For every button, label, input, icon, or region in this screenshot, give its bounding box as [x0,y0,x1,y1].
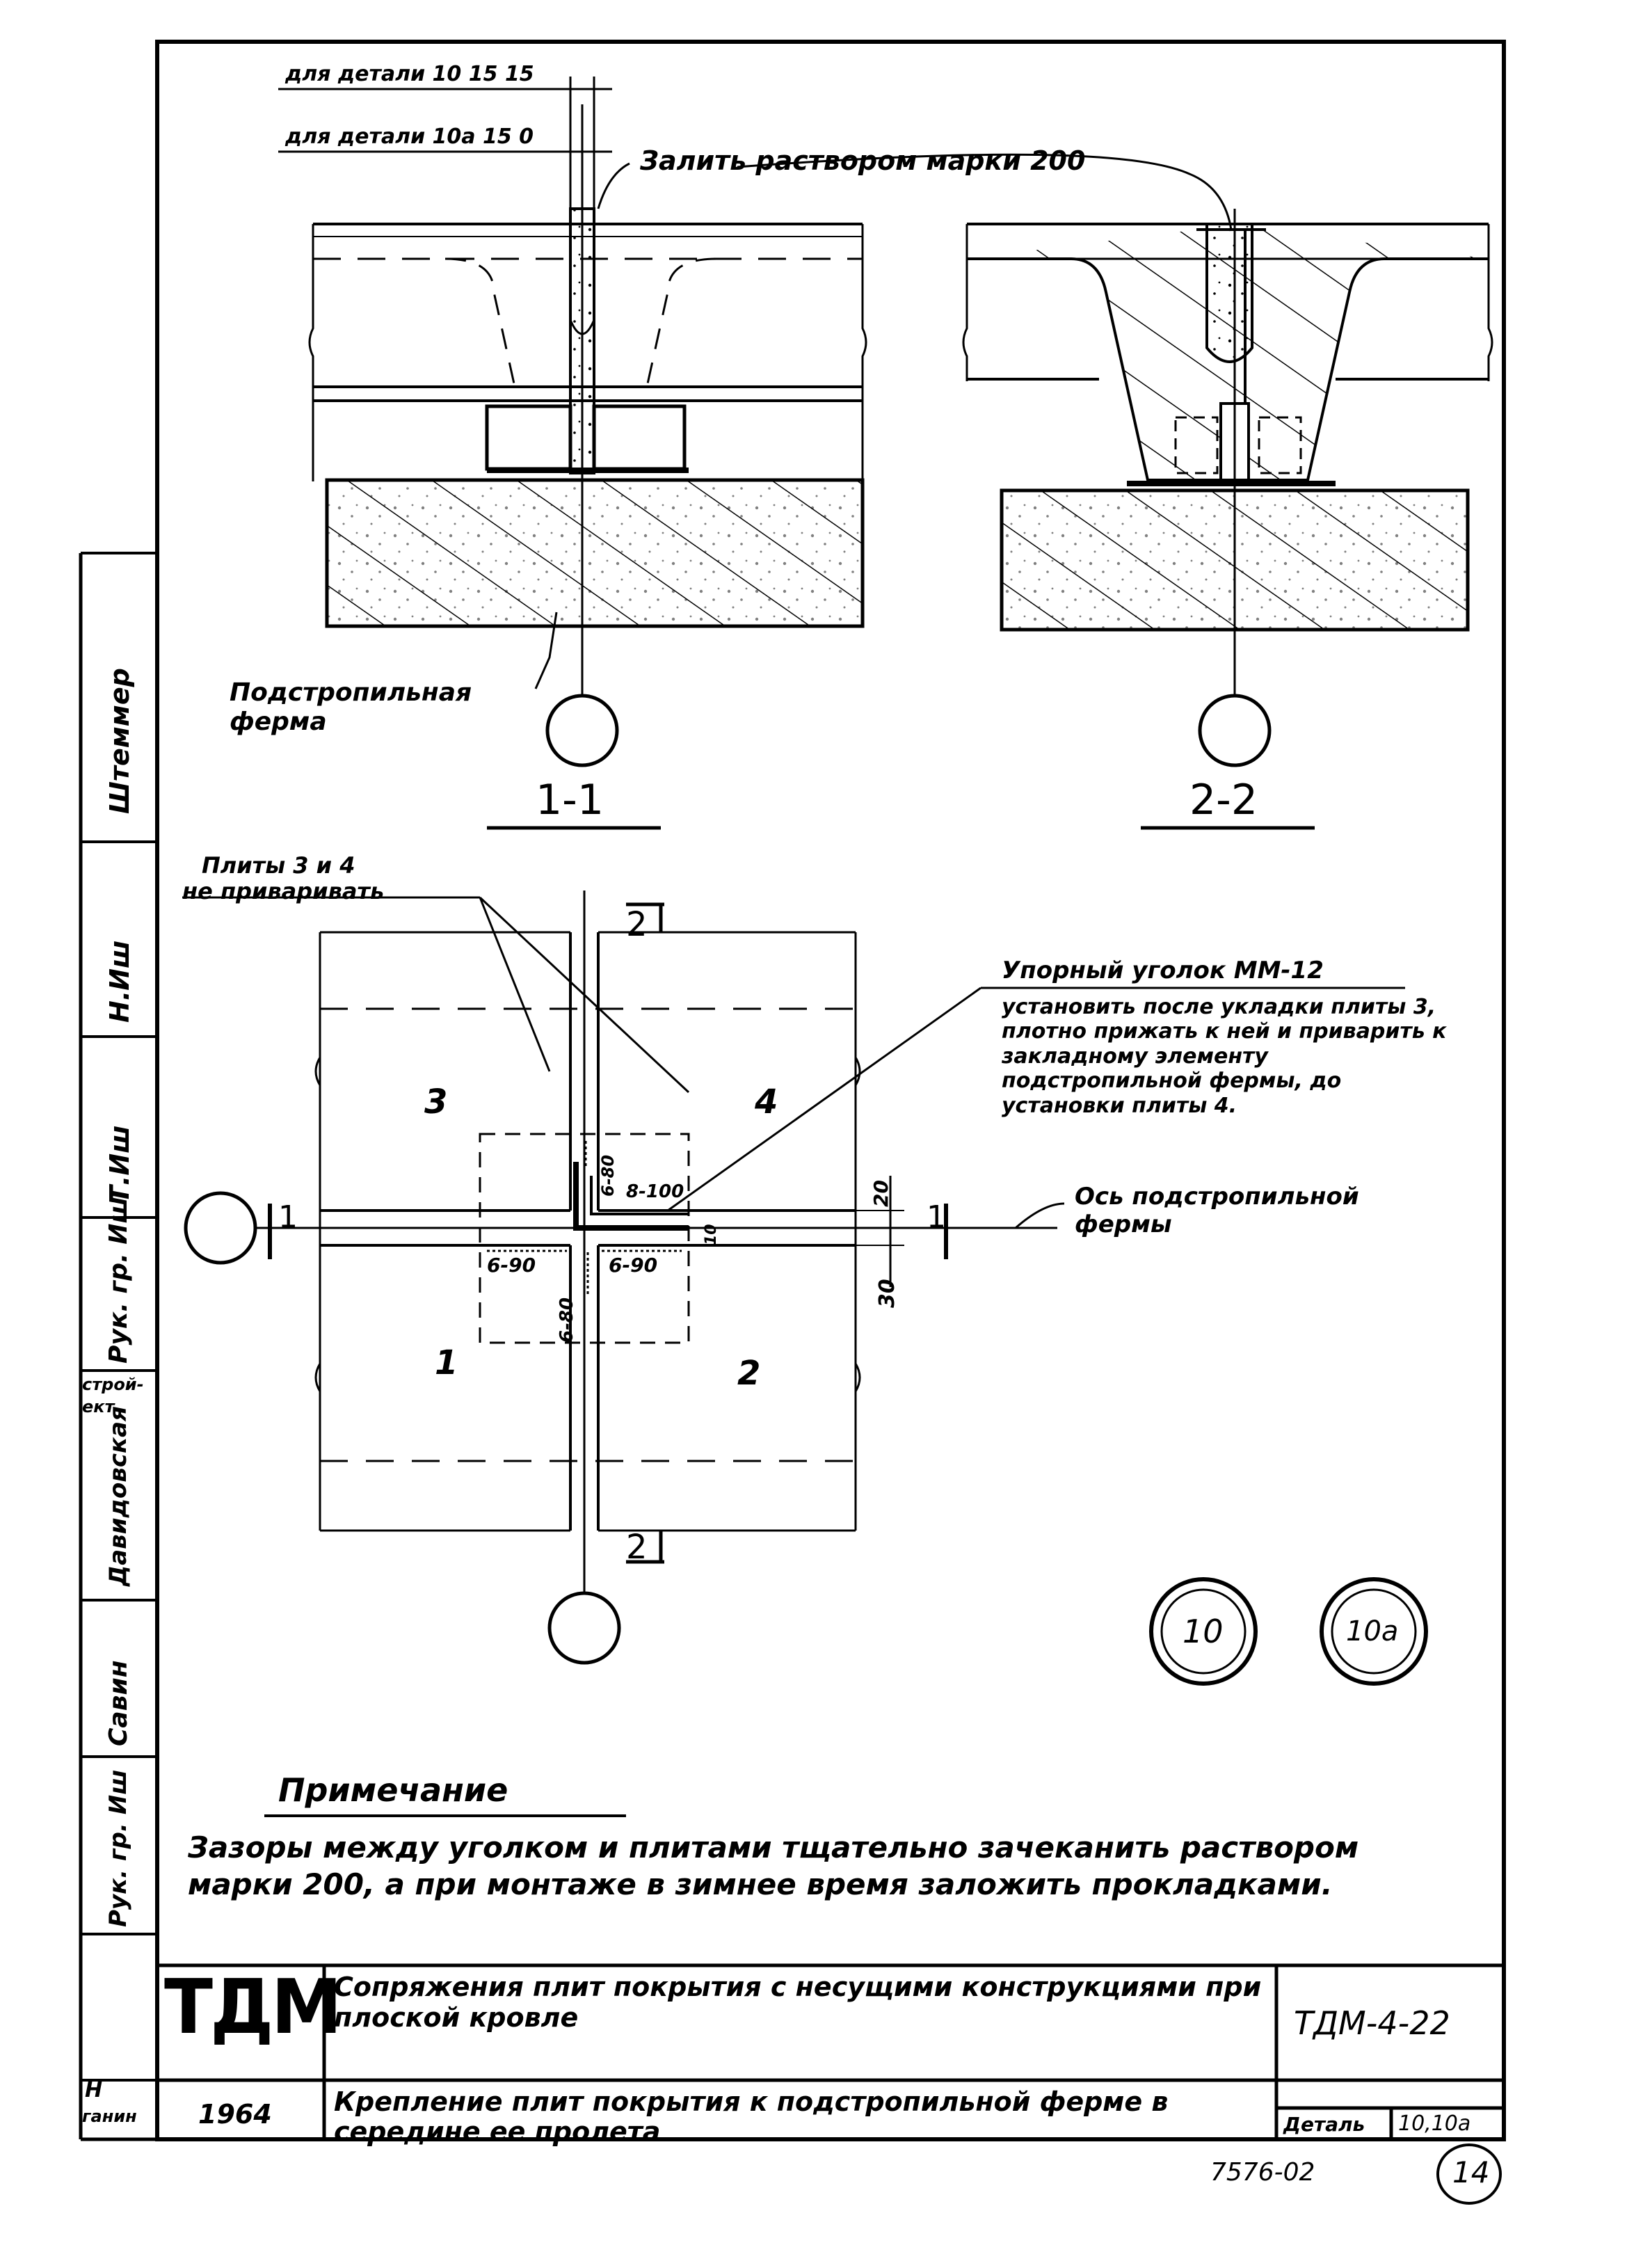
detail-mark-shapes [1149,1577,1428,1686]
stamp-name-1: Штеммер [104,668,135,814]
no-weld-line1: Плиты 3 и 4 [202,852,355,879]
detail10-dim-text: для детали 10 15 15 [285,62,534,86]
sheet-number-circle [1436,2143,1502,2205]
grout-leader [597,162,630,209]
weld-6-90-right: 6-90 [609,1254,658,1277]
no-weld-line2: не приваривать [182,878,385,904]
cut-1-left: 1 [278,1199,298,1235]
detail-value: 10,10а [1398,2111,1471,2136]
detail-mark-10a: 10а [1346,1615,1399,1647]
title-block-code: ТДМ-4-22 [1294,2004,1450,2042]
weld-6-80-bottom: 6-80 [556,1297,577,1343]
title-block-title1: Сопряжения плит покрытия с несущими конс… [334,1972,1262,2033]
dim-20: 20 [869,1180,892,1207]
stamp-name-2: Н.Иш [104,940,135,1023]
grout-callout: Залить раствором марки 200 [640,145,1086,176]
cut-1-right: 1 [927,1199,946,1235]
stamp-name-4: Рук. гр. Иш [104,1197,133,1364]
detail-mark-10: 10 [1183,1613,1224,1650]
detail-dim-lines [278,77,612,230]
detail-label: Деталь [1283,2113,1365,2136]
stamp-name-9: Рук. гр. Иш [104,1769,132,1927]
dim-10: 10 [703,1224,720,1245]
section-1-1 [308,104,867,830]
title-block-title2: Крепление плит покрытия к подстропильной… [334,2086,1169,2147]
sheet-frame [79,40,1506,2141]
axis-label: Ось подстропильной фермы [1075,1183,1359,1239]
stamp-name-5: строй- [82,1375,144,1394]
stamp-name-7: Давидовская [104,1406,132,1586]
section-2-2-label: 2-2 [1189,776,1258,824]
weld-8-100: 8-100 [626,1181,684,1202]
section-1-1-label: 1-1 [536,776,604,824]
angle-instruction: установить после укладки плиты 3, плотно… [1002,995,1447,1118]
plate-3-label: 3 [424,1083,448,1121]
stamp-name-3: Т.Иш [104,1125,135,1204]
note-title: Примечание [278,1771,508,1809]
stamp-name-6: ект [82,1397,115,1416]
title-block-frame [157,1963,1504,2139]
cut-2-top: 2 [626,905,648,944]
plan-view [182,891,1405,1665]
cut-2-bottom: 2 [626,1528,648,1567]
note-text: Зазоры между уголком и плитами тщательно… [188,1830,1359,1901]
title-block-logo: ТДМ [164,1964,342,2051]
stamp-bottom-2: ганин [82,2107,137,2126]
title-block-year: 1964 [198,2099,272,2130]
section-2-2 [737,153,1493,830]
truss-label: Подстропильная ферма [230,678,472,737]
weld-6-80-top: 6-80 [598,1154,618,1197]
plate-1-label: 1 [435,1343,458,1382]
sheet-number: 14 [1452,2155,1490,2189]
weld-6-90-left: 6-90 [487,1254,536,1277]
plate-4-label: 4 [755,1083,778,1121]
detail10a-dim-text: для детали 10а 15 0 [285,125,534,149]
stamp-name-8: Савин [104,1660,133,1746]
stamp-bottom-1: Н [85,2078,103,2102]
angle-title: Упорный уголок ММ-12 [1002,957,1324,984]
order-number: 7576-02 [1210,2158,1315,2187]
plate-2-label: 2 [737,1354,761,1393]
dim-30: 30 [875,1279,899,1308]
